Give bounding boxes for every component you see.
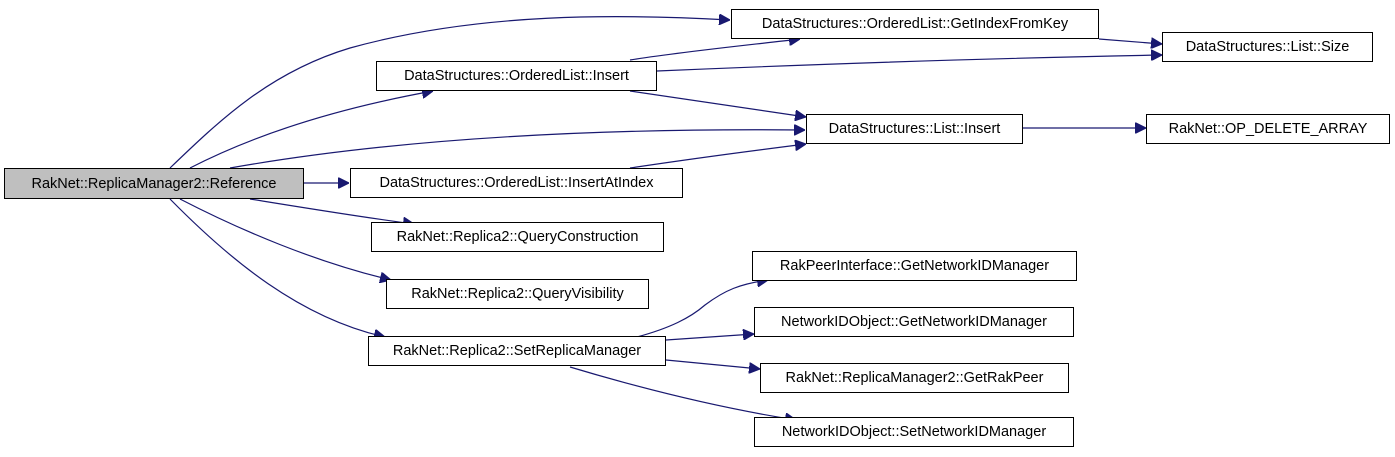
node-replicamanager2-reference[interactable]: RakNet::ReplicaManager2::Reference xyxy=(4,168,304,199)
edge-reference-orderedinsert xyxy=(189,91,433,169)
edge-setreplicamanager-nidogetnidm xyxy=(665,334,754,341)
node-list-insert[interactable]: DataStructures::List::Insert xyxy=(806,114,1023,144)
node-networkidobject-getnetworkidmanager[interactable]: NetworkIDObject::GetNetworkIDManager xyxy=(754,307,1074,337)
node-orderedlist-insert[interactable]: DataStructures::OrderedList::Insert xyxy=(376,61,657,91)
node-orderedlist-insertatindex[interactable]: DataStructures::OrderedList::InsertAtInd… xyxy=(350,168,683,198)
edge-setreplicamanager-getrakpeer xyxy=(665,359,760,369)
node-replicamanager2-getrakpeer[interactable]: RakNet::ReplicaManager2::GetRakPeer xyxy=(760,363,1069,393)
edge-reference-listinsert xyxy=(229,130,805,169)
node-networkidobject-setnetworkidmanager[interactable]: NetworkIDObject::SetNetworkIDManager xyxy=(754,417,1074,447)
edge-getindexfromkey-listsize xyxy=(1098,39,1162,44)
node-replica2-queryconstruction[interactable]: RakNet::Replica2::QueryConstruction xyxy=(371,222,664,252)
edge-setreplicamanager-rakpeergetnidm xyxy=(636,280,768,338)
node-replica2-setreplicamanager[interactable]: RakNet::Replica2::SetReplicaManager xyxy=(368,336,666,366)
node-op-delete-array[interactable]: RakNet::OP_DELETE_ARRAY xyxy=(1146,114,1390,144)
edge-reference-getindexfromkey xyxy=(169,17,730,169)
node-orderedlist-getindexfromkey[interactable]: DataStructures::OrderedList::GetIndexFro… xyxy=(731,9,1099,39)
edge-insertatindex-listinsert xyxy=(629,144,806,169)
edge-orderedinsert-listsize xyxy=(656,55,1162,72)
edge-orderedinsert-getindexfromkey xyxy=(629,39,800,61)
edge-orderedinsert-listinsert xyxy=(629,90,806,117)
edge-reference-queryvisibility xyxy=(179,198,391,280)
node-rakpeerinterface-getnetworkidmanager[interactable]: RakPeerInterface::GetNetworkIDManager xyxy=(752,251,1077,281)
edge-reference-queryconstruction xyxy=(249,198,414,224)
node-replica2-queryvisibility[interactable]: RakNet::Replica2::QueryVisibility xyxy=(386,279,649,309)
edge-reference-setreplicamanager xyxy=(169,198,385,337)
node-list-size[interactable]: DataStructures::List::Size xyxy=(1162,32,1373,62)
edge-setreplicamanager-nidosetnidm xyxy=(569,366,796,420)
